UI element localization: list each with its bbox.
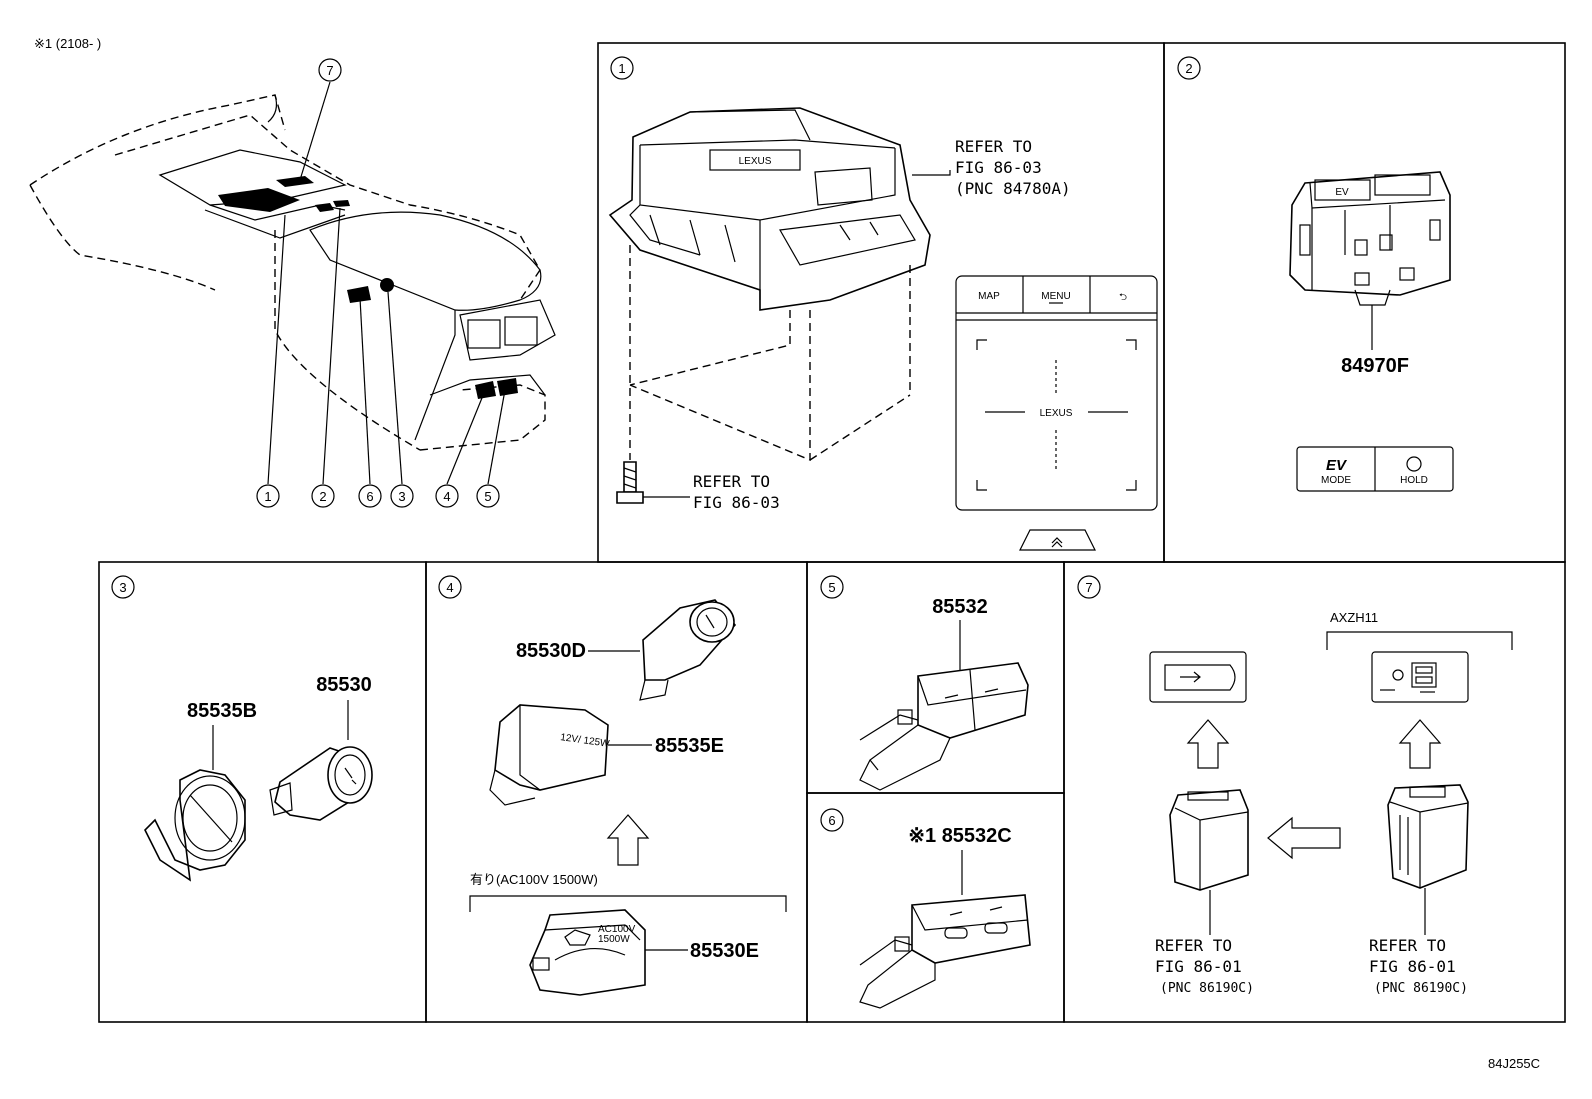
p4-option-label: 有り(AC100V 1500W) <box>470 872 598 887</box>
hold-label: HOLD <box>1400 475 1428 486</box>
figure-code: 84J255C <box>1488 1056 1540 1071</box>
panel-4-number: 4 <box>446 580 453 595</box>
ev-mode-main: EV <box>1326 457 1348 474</box>
p4-outlet-line1: AC100V <box>598 924 636 935</box>
panel-5-content: 85532 <box>859 596 1029 791</box>
callout-2: 2 <box>319 489 326 504</box>
p7-refer-right-line1: REFER TO <box>1369 936 1446 955</box>
part-85535E: 85535E <box>655 735 724 757</box>
panel-4-content: 85530D 12V/ 125W 85535E 有り(AC100V 1500W)… <box>469 599 787 996</box>
p4-outlet-line2: 1500W <box>598 934 630 945</box>
callout-3: 3 <box>398 489 405 504</box>
aux-jack-icon <box>1392 669 1404 681</box>
panel-3-number: 3 <box>119 580 126 595</box>
p7-refer-right-line2: FIG 86-01 <box>1369 957 1456 976</box>
touchpad-map-button: MAP <box>978 291 1000 302</box>
callout-1: 1 <box>264 489 271 504</box>
touchpad-up-button <box>1019 529 1096 551</box>
part-85530: 85530 <box>316 674 372 696</box>
panel-7-frame <box>1063 561 1566 1023</box>
usb-port-face-left <box>1149 651 1247 703</box>
part-85535B: 85535B <box>187 700 257 722</box>
panel-5-number: 5 <box>828 580 835 595</box>
p7-model-label: AXZH11 <box>1330 610 1378 625</box>
touchpad-menu-button: MENU <box>1041 291 1070 302</box>
panel-3-frame <box>98 561 427 1023</box>
touchpad-back-button: ⮌ <box>1119 292 1127 303</box>
p1-refer-bottom-line2: FIG 86-03 <box>693 493 780 512</box>
svg-text:LEXUS: LEXUS <box>739 156 772 167</box>
panel-1-number: 1 <box>618 61 625 76</box>
panel-2-content: EV 84970F EV MODE HOLD <box>1289 171 1454 492</box>
panel-2-number: 2 <box>1185 61 1192 76</box>
callout-7: 7 <box>326 63 333 78</box>
panel-6-content: ※1 85532C <box>859 825 1031 1009</box>
p7-refer-right-line3: (PNC 86190C) <box>1374 981 1468 996</box>
header-note: ※1 (2108- ) <box>34 36 101 51</box>
panel-frames <box>98 42 1566 1023</box>
callout-5: 5 <box>484 489 491 504</box>
panel-6-number: 6 <box>828 813 835 828</box>
console-overview: 7 1 2 6 3 4 5 <box>29 58 556 508</box>
panel-7-number: 7 <box>1085 580 1092 595</box>
panel-2-frame <box>1163 42 1566 563</box>
touchpad-outline <box>955 275 1158 511</box>
svg-text:EV: EV <box>1335 187 1349 198</box>
part-85530D: 85530D <box>516 640 586 662</box>
p1-refer-top-line2: FIG 86-03 <box>955 158 1042 177</box>
panel-3-content: 85535B 85530 <box>144 674 373 882</box>
callout-6: 6 <box>366 489 373 504</box>
part-84970F: 84970F <box>1341 355 1409 377</box>
usb-icon <box>1180 671 1201 683</box>
callout-4: 4 <box>443 489 450 504</box>
ev-mode-sub: MODE <box>1321 475 1351 486</box>
panel-1-content: LEXUS REFER TO FIG 86-03 (PNC 84780A) RE… <box>608 107 1158 551</box>
p7-refer-left-line2: FIG 86-01 <box>1155 957 1242 976</box>
part-85532: 85532 <box>932 596 988 618</box>
p1-refer-top-line1: REFER TO <box>955 137 1032 156</box>
usb-port-face-right <box>1371 651 1469 703</box>
panel-numbers: 1 2 3 4 5 6 7 <box>111 56 1201 832</box>
part-85530E: 85530E <box>690 940 759 962</box>
touchpad-brand: LEXUS <box>1040 408 1073 419</box>
p7-refer-left-line3: (PNC 86190C) <box>1160 981 1254 996</box>
panel-7-content: AXZH11 REFER TO FIG 86-01 (P <box>1149 610 1513 996</box>
hold-icon <box>1406 456 1422 472</box>
p7-refer-left-line1: REFER TO <box>1155 936 1232 955</box>
p1-refer-top-line3: (PNC 84780A) <box>955 179 1071 198</box>
p1-refer-bottom-line1: REFER TO <box>693 472 770 491</box>
part-85532C: ※1 85532C <box>908 825 1012 847</box>
